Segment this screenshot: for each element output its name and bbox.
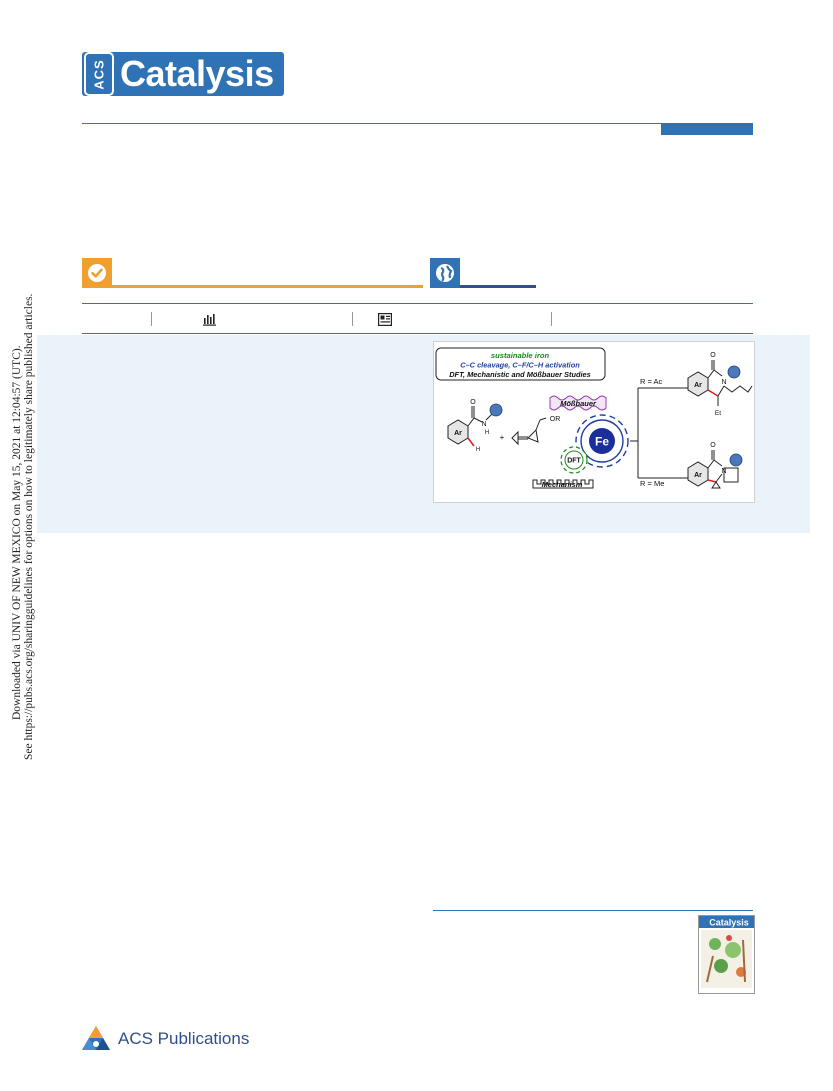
metrics-separator (551, 312, 552, 326)
download-notice-line2: See https://pubs.acs.org/sharingguidelin… (23, 293, 35, 760)
article-recommendations-icon[interactable] (378, 313, 392, 326)
download-notice-line1: Downloaded via UNIV OF NEW MEXICO on May… (11, 345, 23, 720)
metrics-separator (151, 312, 152, 326)
plus-label: + (500, 433, 505, 442)
product-top-aryl-label: Ar (694, 382, 702, 389)
amide-n-label: N (481, 421, 486, 428)
acs-publications-logo[interactable]: ACS Publications (80, 1024, 249, 1054)
journal-cover-thumbnail[interactable]: Catalysis (698, 915, 755, 994)
reaction-arrows (630, 385, 694, 481)
dft-gear-icon (560, 446, 588, 474)
product-top-o-label: O (710, 352, 716, 359)
product-bottom-aryl-label: Ar (694, 472, 702, 479)
product-bottom-n-label: N (721, 468, 726, 475)
iron-label: Fe (595, 435, 609, 449)
aryl-label: Ar (454, 430, 462, 437)
open-access-check-icon (88, 264, 106, 282)
methylenecyclopropane-structure (511, 417, 547, 446)
spiro-product-bottom (687, 450, 743, 489)
header-tab (661, 123, 753, 135)
product-top-n-label: N (721, 379, 726, 386)
substrate-group-label: OR (550, 416, 561, 423)
acs-logo-text: ACS (91, 58, 107, 90)
header-rule (82, 123, 753, 124)
open-access-globe-badge[interactable] (430, 258, 536, 288)
carbonyl-o-label: O (470, 399, 476, 406)
journal-name: Catalysis (120, 53, 274, 94)
mechanism-label: Mechanism (542, 480, 583, 489)
publisher-name: ACS Publications (118, 1029, 250, 1048)
metrics-rule-top (82, 303, 753, 304)
bar-chart-icon[interactable] (203, 313, 216, 326)
cover-rule (433, 910, 753, 911)
product-top-et-label: Et (715, 410, 721, 417)
cover-logo-text: Catalysis (709, 918, 749, 928)
acs-logo-mark: ACS (84, 52, 114, 96)
toc-headline-green: sustainable iron (491, 351, 550, 360)
isoquinolinone-product-top (687, 360, 753, 406)
journal-logo[interactable]: ACS Catalysis (82, 52, 284, 96)
benzamide-structure (447, 403, 503, 447)
toc-headline-blue: C–C cleavage, C–F/C–H activation (460, 361, 580, 370)
open-access-badge[interactable] (82, 258, 423, 288)
mossbauer-label: Mößbauer (560, 399, 597, 408)
route-bottom-label: R = Me (640, 479, 664, 488)
metrics-rule-bottom (82, 333, 753, 334)
dft-label: DFT (567, 458, 581, 465)
mossbauer-spectrum-icon (549, 395, 607, 411)
toc-graphic[interactable]: sustainable iron C–C cleavage, C–F/C–H a… (433, 341, 755, 503)
toc-headline-black: DFT, Mechanistic and Mößbauer Studies (449, 370, 591, 379)
mechanism-rack-icon (532, 479, 594, 489)
acs-publications-logo-icon (82, 1026, 110, 1050)
iron-gear-icon (575, 414, 629, 468)
ortho-h-label: H (476, 447, 480, 453)
metrics-separator (352, 312, 353, 326)
route-top-label: R = Ac (640, 377, 663, 386)
globe-icon (436, 264, 454, 282)
product-bottom-o-label: O (710, 442, 716, 449)
amide-h-label: H (485, 430, 489, 436)
